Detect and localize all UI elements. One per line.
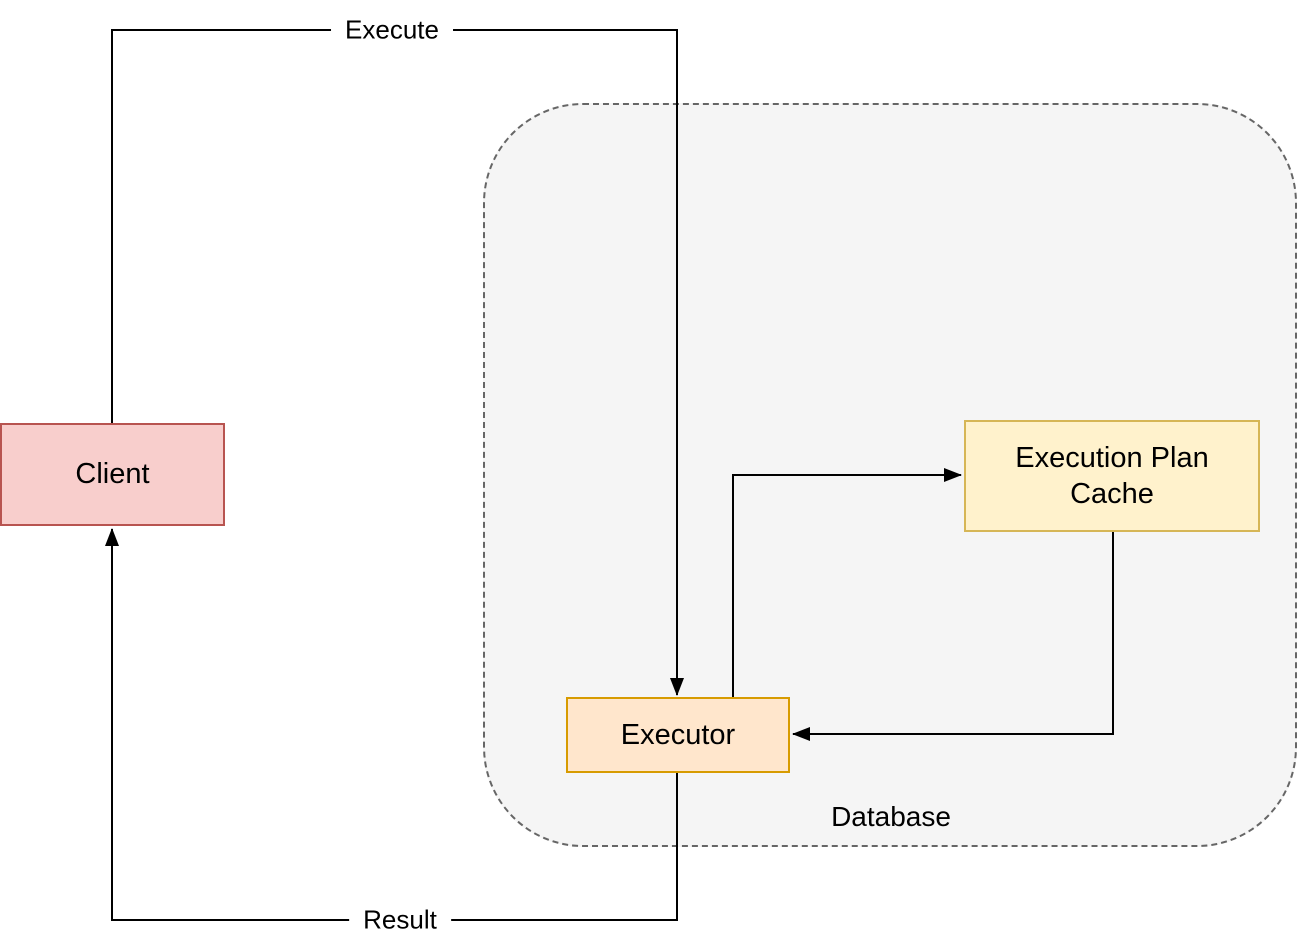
executor-node: Executor — [566, 697, 790, 773]
executor-node-label: Executor — [620, 718, 736, 751]
execution-plan-cache-node-label: Execution Plan Cache — [1015, 441, 1209, 510]
client-node-label: Client — [75, 458, 150, 491]
client-node: Client — [0, 423, 225, 526]
database-label: Database — [831, 801, 951, 832]
result-edge-label: Result — [349, 902, 451, 938]
execution-plan-cache-node: Execution Plan Cache — [964, 420, 1260, 532]
execute-edge-label: Execute — [331, 12, 453, 48]
